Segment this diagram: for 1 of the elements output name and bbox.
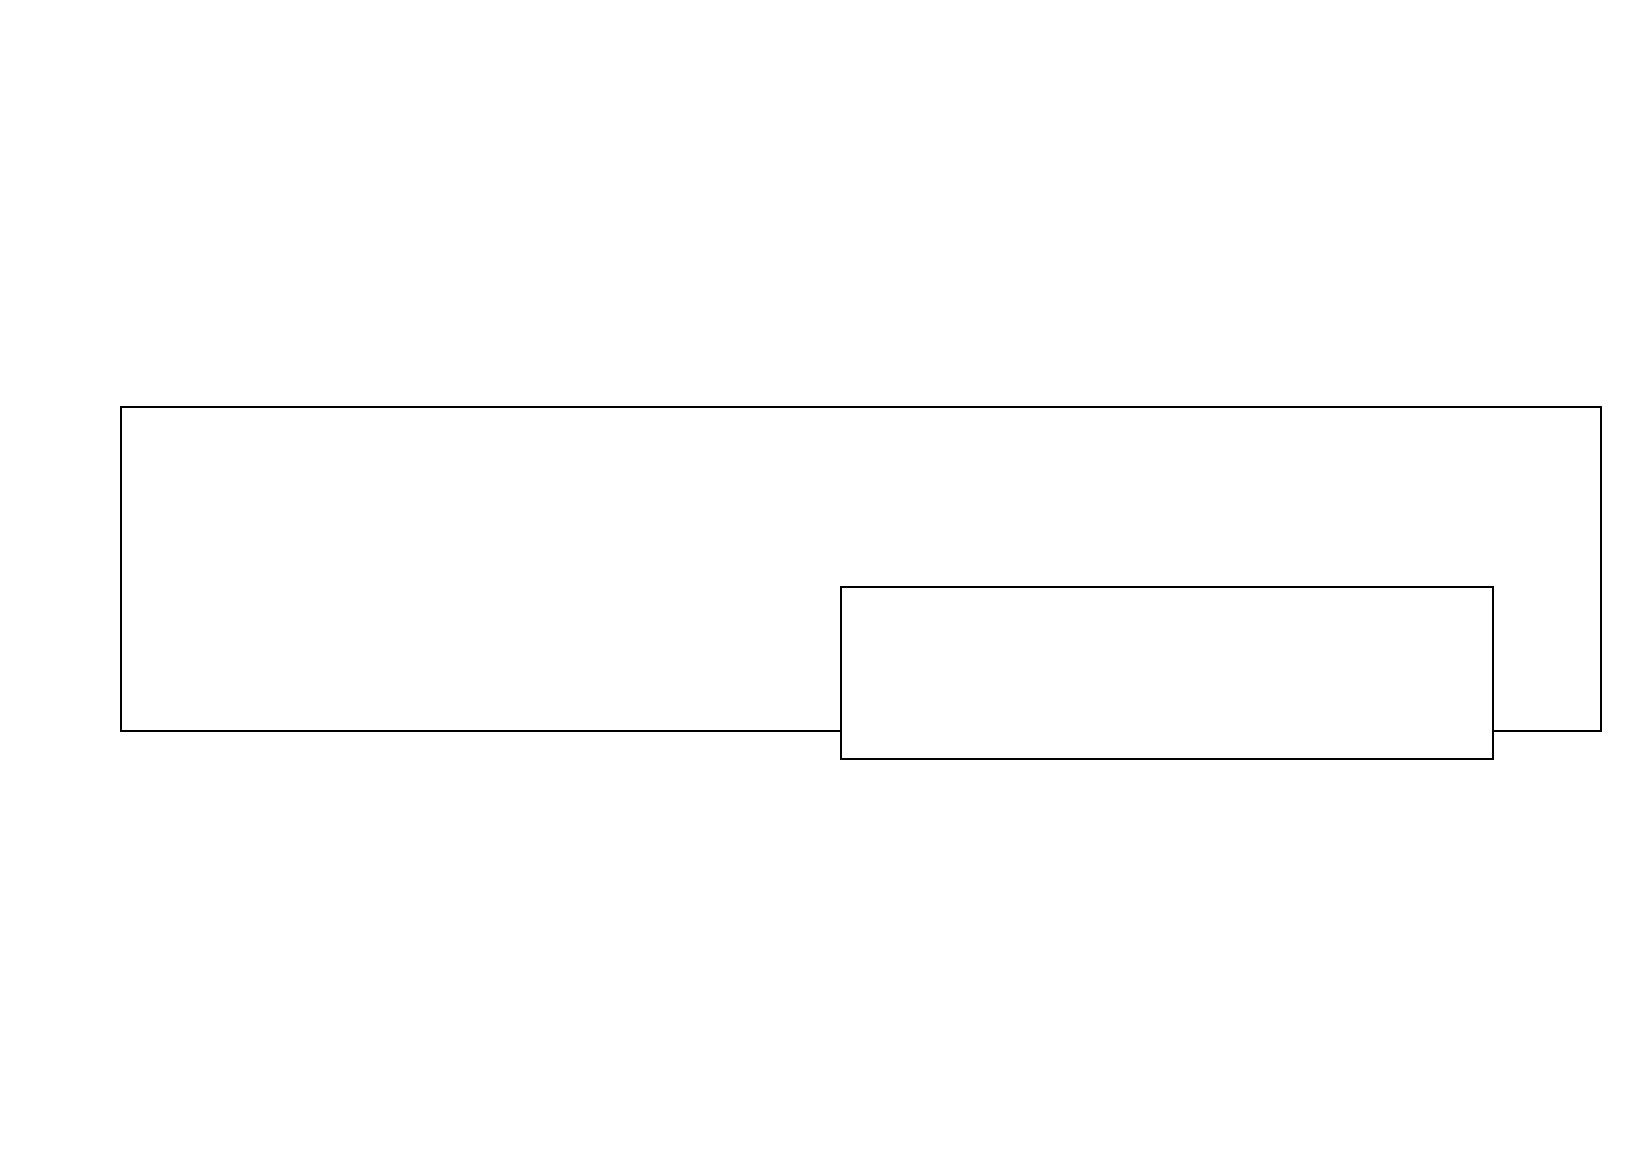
empty-box xyxy=(840,586,1494,760)
